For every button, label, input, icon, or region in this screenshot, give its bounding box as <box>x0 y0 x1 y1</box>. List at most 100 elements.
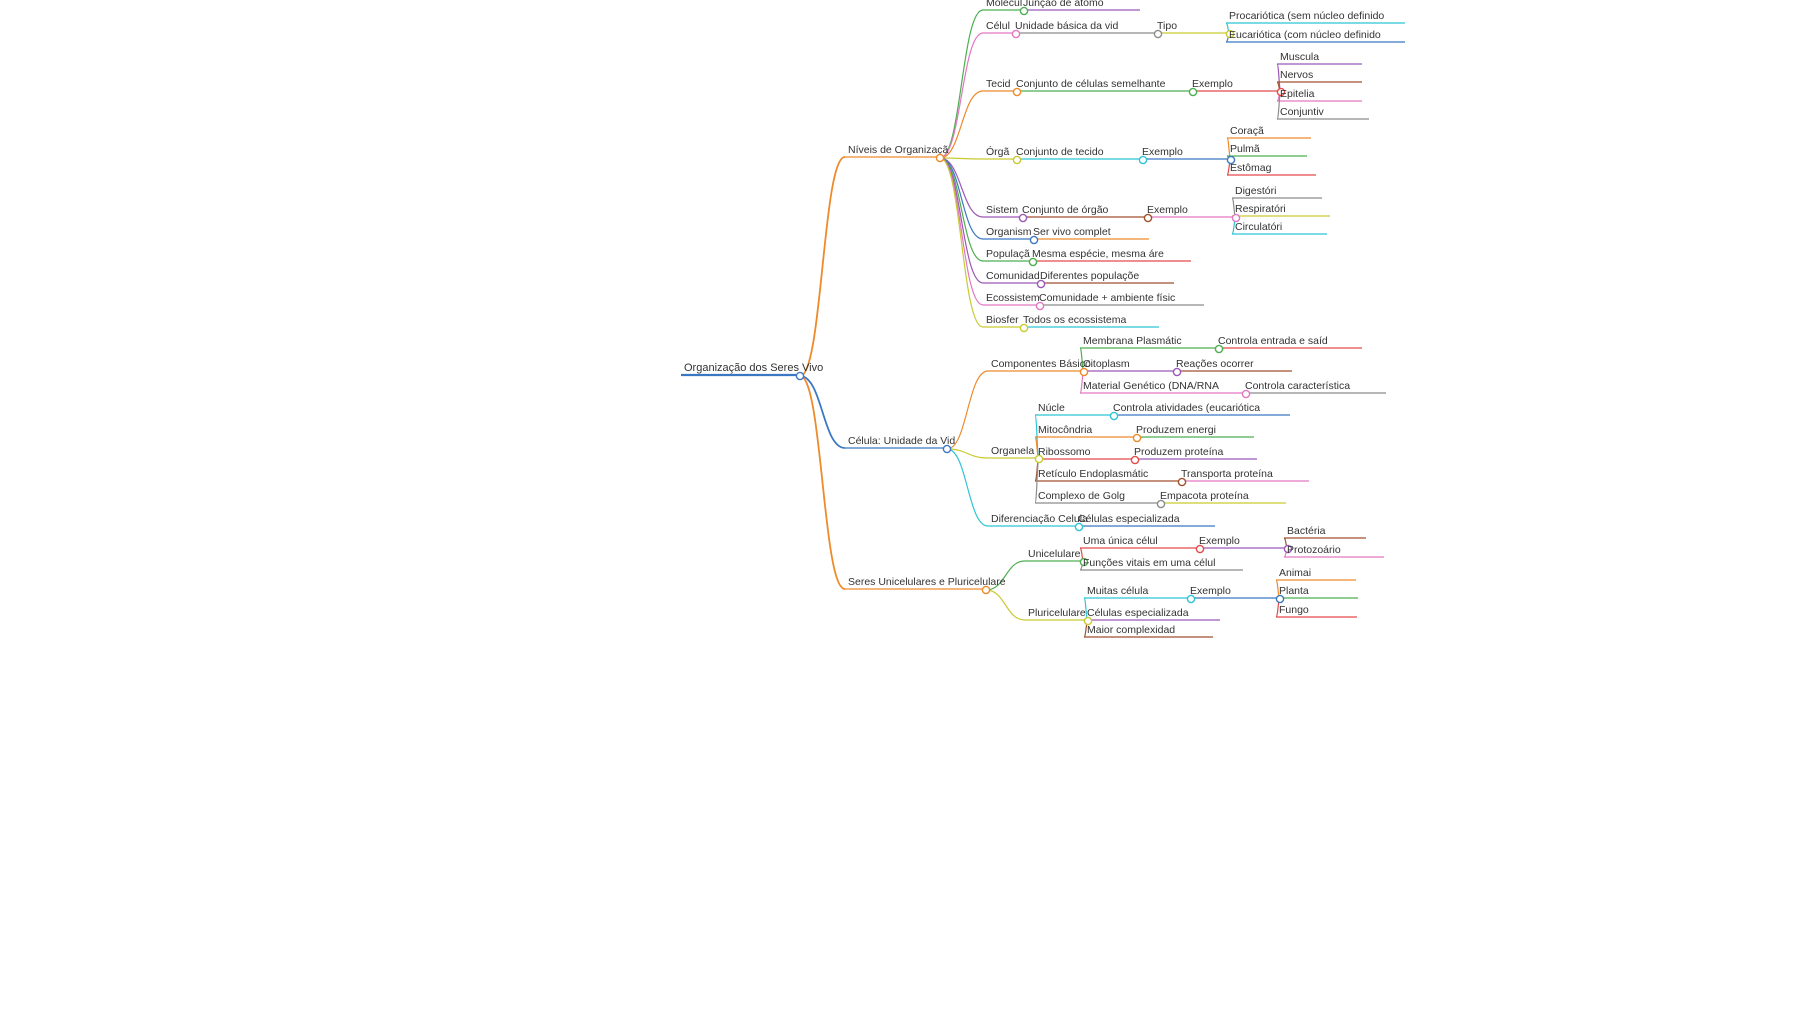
node-label-muitas-celula: Muitas célula <box>1087 585 1148 597</box>
collapse-toggle-pluricelulare[interactable] <box>1083 616 1093 626</box>
node-label-comunidade-ambiente-fisic: Comunidade + ambiente físic <box>1039 292 1175 304</box>
node-label-biosfer: Biosfer <box>986 314 1019 326</box>
connector-organela <box>946 448 989 459</box>
collapse-toggle-nucle[interactable] <box>1109 411 1119 421</box>
collapse-toggle-tecid[interactable] <box>1012 87 1022 97</box>
node-label-orga: Órgã <box>986 145 1010 158</box>
connector-comunidad <box>939 157 984 284</box>
node-label-ribossomo: Ribossomo <box>1038 446 1091 458</box>
node-label-produzem-proteina: Produzem proteína <box>1134 446 1223 458</box>
node-label-exemplo: Exemplo <box>1192 78 1233 90</box>
collapse-toggle-tipo[interactable] <box>1225 29 1235 39</box>
collapse-toggle-unidade-basica-da-vid[interactable] <box>1153 29 1163 39</box>
collapse-toggle-conjunto-de-orgao[interactable] <box>1143 213 1153 223</box>
connector-celula-unidade-da-vid <box>799 375 846 449</box>
node-label-ser-vivo-complet: Ser vivo complet <box>1033 226 1111 238</box>
collapse-toggle-muitas-celula[interactable] <box>1186 594 1196 604</box>
collapse-toggle-comunidad[interactable] <box>1036 279 1046 289</box>
node-label-mesma-especie-mesma-are: Mesma espécie, mesma áre <box>1032 248 1164 260</box>
node-label-celulas-especializada: Células especializada <box>1087 607 1189 619</box>
node-label-tipo: Tipo <box>1157 20 1177 32</box>
collapse-toggle-ecossistem[interactable] <box>1035 301 1045 311</box>
connector-unicelulare <box>985 560 1026 591</box>
node-label-controla-atividades-eucariotica: Controla atividades (eucariótica <box>1113 402 1260 414</box>
collapse-toggle-mitocondria[interactable] <box>1132 433 1142 443</box>
collapse-toggle-uma-unica-celul[interactable] <box>1195 544 1205 554</box>
node-label-comunidad: Comunidad <box>986 270 1040 282</box>
node-label-exemplo: Exemplo <box>1199 535 1240 547</box>
node-label-conjunto-de-tecido: Conjunto de tecido <box>1016 146 1104 158</box>
collapse-toggle-unicelulare[interactable] <box>1079 557 1089 567</box>
collapse-toggle-complexo-de-golg[interactable] <box>1156 499 1166 509</box>
node-label-componentes-basico: Componentes Básico <box>991 358 1091 370</box>
collapse-toggle-reticulo-endoplasmatic[interactable] <box>1177 477 1187 487</box>
collapse-toggle-seres-unicelulares-e-pluricelulare[interactable] <box>981 585 991 595</box>
collapse-toggle-populaca[interactable] <box>1028 257 1038 267</box>
collapse-toggle-conjunto-de-tecido[interactable] <box>1138 155 1148 165</box>
node-label-respiratori: Respiratóri <box>1235 203 1286 215</box>
mindmap-edges <box>681 9 1405 638</box>
collapse-toggle-conjunto-de-celulas-semelhante[interactable] <box>1188 87 1198 97</box>
collapse-toggle-componentes-basico[interactable] <box>1079 367 1089 377</box>
node-label-mitocondria: Mitocôndria <box>1038 424 1092 436</box>
node-label-digestori: Digestóri <box>1235 185 1276 197</box>
node-label-populaca: Populaçã <box>986 248 1030 260</box>
node-label-exemplo: Exemplo <box>1142 146 1183 158</box>
collapse-toggle-organela[interactable] <box>1034 454 1044 464</box>
collapse-toggle-diferenciacao-celula[interactable] <box>1074 522 1084 532</box>
node-label-muscula: Muscula <box>1280 51 1319 63</box>
collapse-toggle-exemplo[interactable] <box>1283 544 1293 554</box>
collapse-toggle-exemplo[interactable] <box>1276 87 1286 97</box>
collapse-toggle-exemplo[interactable] <box>1231 213 1241 223</box>
collapse-toggle-molecul[interactable] <box>1019 6 1029 16</box>
node-label-transporta-proteina: Transporta proteína <box>1181 468 1273 480</box>
node-label-reticulo-endoplasmatic: Retículo Endoplasmátic <box>1038 468 1148 480</box>
connector-celul <box>939 32 984 159</box>
node-label-material-genetico-dna-rna: Material Genético (DNA/RNA <box>1083 380 1219 392</box>
node-label-juncao-de-atomo: Junção de átomo <box>1023 0 1104 9</box>
collapse-toggle-biosfer[interactable] <box>1019 323 1029 333</box>
node-label-organela: Organela <box>991 445 1034 457</box>
node-label-procariotica-sem-nucleo-definido: Procariótica (sem núcleo definido <box>1229 10 1384 22</box>
collapse-toggle-exemplo[interactable] <box>1275 594 1285 604</box>
node-label-pulma: Pulmã <box>1230 143 1260 155</box>
collapse-toggle-celula-unidade-da-vid[interactable] <box>942 444 952 454</box>
connector-orga <box>939 157 984 160</box>
node-label-animai: Animai <box>1279 567 1311 579</box>
collapse-toggle-organism[interactable] <box>1029 235 1039 245</box>
node-label-pluricelulare: Pluricelulare <box>1028 607 1086 619</box>
node-label-diferenciacao-celula: Diferenciação Celula <box>991 513 1088 525</box>
connector-niveis-de-organizaca <box>799 156 846 377</box>
node-label-membrana-plasmatic: Membrana Plasmátic <box>1083 335 1182 347</box>
node-label-planta: Planta <box>1279 585 1309 597</box>
connector-molecul <box>939 9 984 159</box>
node-label-exemplo: Exemplo <box>1190 585 1231 597</box>
collapse-toggle-niveis-de-organizaca[interactable] <box>935 153 945 163</box>
collapse-toggle-citoplasm[interactable] <box>1172 367 1182 377</box>
node-label-coraca: Coraçã <box>1230 125 1264 137</box>
connector-organism <box>939 157 984 240</box>
node-label-organizacao-dos-seres-vivo: Organização dos Seres Vivo <box>684 362 823 374</box>
collapse-toggle-organizacao-dos-seres-vivo[interactable] <box>795 371 805 381</box>
node-label-sistem: Sistem <box>986 204 1018 216</box>
node-label-controla-entrada-e-said: Controla entrada e saíd <box>1218 335 1328 347</box>
node-label-organism: Organism <box>986 226 1032 238</box>
connector-ecossistem <box>939 157 984 306</box>
node-label-funcoes-vitais-em-uma-celul: Funções vitais em uma célul <box>1083 557 1215 569</box>
collapse-toggle-orga[interactable] <box>1012 155 1022 165</box>
connector-biosfer <box>939 157 984 328</box>
node-label-conjunto-de-celulas-semelhante: Conjunto de células semelhante <box>1016 78 1166 90</box>
collapse-toggle-material-genetico-dna-rna[interactable] <box>1241 389 1251 399</box>
connector-pluricelulare <box>985 589 1026 621</box>
node-label-unicelulare: Unicelulare <box>1028 548 1081 560</box>
collapse-toggle-ribossomo[interactable] <box>1130 455 1140 465</box>
node-label-fungo: Fungo <box>1279 604 1309 616</box>
node-label-circulatori: Circulatóri <box>1235 221 1282 233</box>
collapse-toggle-membrana-plasmatic[interactable] <box>1214 344 1224 354</box>
collapse-toggle-exemplo[interactable] <box>1226 155 1236 165</box>
node-label-diferentes-populacoe: Diferentes populaçõe <box>1040 270 1139 282</box>
node-label-epitelia: Epitelia <box>1280 88 1315 100</box>
collapse-toggle-sistem[interactable] <box>1018 213 1028 223</box>
collapse-toggle-celul[interactable] <box>1011 29 1021 39</box>
